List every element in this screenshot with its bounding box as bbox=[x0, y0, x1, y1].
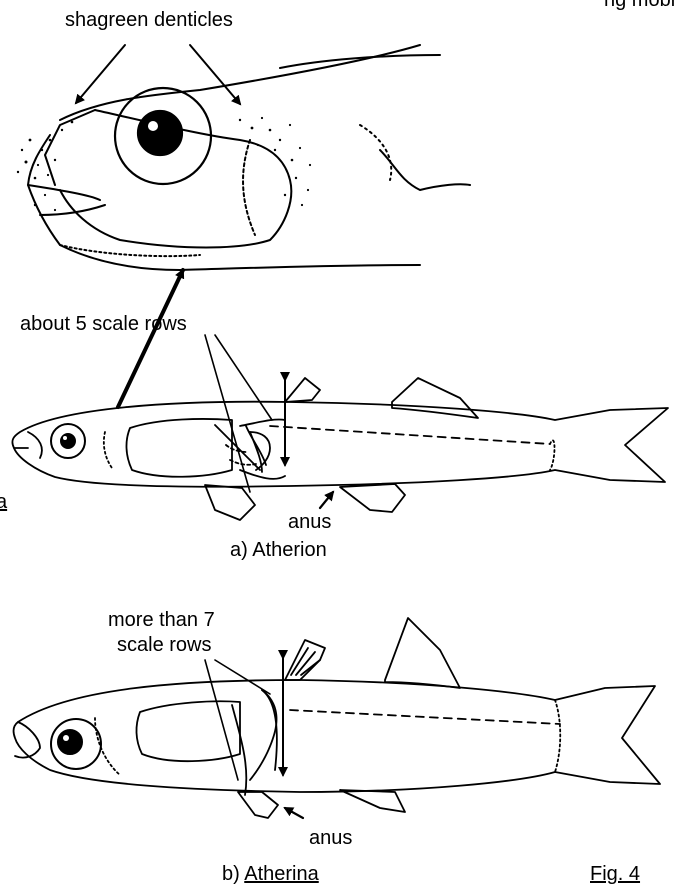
magnified-eye bbox=[115, 88, 211, 184]
scale-pointer-b1 bbox=[215, 660, 270, 694]
caption-atherina: b) Atherina bbox=[222, 862, 319, 886]
scale-rows-label-b-line1: more than 7 bbox=[108, 608, 215, 632]
figure-number: Fig. 4 bbox=[590, 862, 640, 886]
atherion-eye bbox=[51, 424, 85, 458]
fish-atherion bbox=[12, 378, 668, 520]
anus-label-b: anus bbox=[309, 826, 352, 850]
anus-label-a: anus bbox=[288, 510, 331, 534]
scale-pointer-a1 bbox=[215, 335, 272, 420]
left-clipped-text: a bbox=[0, 490, 8, 514]
caption-a-name: Atherion bbox=[252, 539, 327, 561]
shagreen-denticles-label: shagreen denticles bbox=[65, 8, 233, 32]
corner-clipped-text: ng mobile bbox=[604, 0, 676, 12]
scale-pointer-b2 bbox=[205, 660, 238, 780]
magnified-head bbox=[28, 45, 470, 270]
atherina-eye bbox=[51, 719, 101, 769]
anus-pointer-b bbox=[285, 808, 303, 818]
caption-b-name: Atherina bbox=[244, 863, 319, 885]
shagreen-pointer-left bbox=[76, 45, 125, 103]
magnify-arrow bbox=[118, 270, 183, 407]
caption-atherion: a) Atherion bbox=[230, 538, 327, 562]
anus-pointer-a bbox=[320, 492, 333, 508]
shagreen-pointer-right bbox=[190, 45, 240, 104]
scale-pointer-a2 bbox=[205, 335, 250, 492]
caption-a-prefix: a) bbox=[230, 539, 252, 561]
scale-rows-label-b-line2: scale rows bbox=[117, 633, 211, 657]
scale-rows-label-a: about 5 scale rows bbox=[20, 312, 187, 336]
caption-b-prefix: b) bbox=[222, 863, 244, 885]
fish-atherina bbox=[14, 618, 660, 818]
